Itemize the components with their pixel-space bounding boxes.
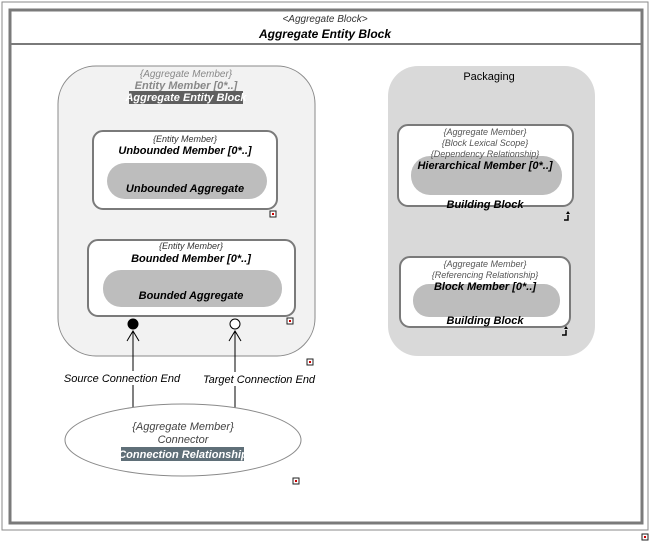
connector-stereotype: {Aggregate Member} <box>132 421 234 433</box>
connector-type: Connection Relationship <box>118 449 248 461</box>
connector-name: Connector <box>158 434 210 446</box>
source-port-filled[interactable] <box>127 318 139 330</box>
bounded-member-stereotype: {Entity Member} <box>159 241 223 251</box>
source-connection-line[interactable] <box>126 330 140 410</box>
hierarchical-member-stereotype-1: {Aggregate Member} <box>443 127 526 137</box>
block-member-stereotype-1: {Aggregate Member} <box>443 259 526 269</box>
block-member-link-icon[interactable] <box>562 326 568 336</box>
packaging-title: Packaging <box>463 71 514 83</box>
unbounded-member-stereotype: {Entity Member} <box>153 134 217 144</box>
connector-type-highlight <box>121 447 244 461</box>
block-member-type: Building Block <box>447 315 525 327</box>
target-connection-line[interactable] <box>228 330 242 410</box>
hierarchical-member-link-icon[interactable] <box>564 211 570 221</box>
unbounded-aggregate-pill[interactable] <box>107 163 267 199</box>
connector-expand-icon[interactable] <box>292 477 300 485</box>
bounded-aggregate-pill[interactable] <box>103 270 282 307</box>
block-member-name: Block Member [0*..] <box>434 281 536 293</box>
unbounded-member-name: Unbounded Member [0*..] <box>118 145 252 157</box>
block-member-pill[interactable] <box>413 284 560 317</box>
target-label-bg <box>200 372 318 386</box>
frame-resize-icon[interactable] <box>641 533 649 541</box>
source-connection-end-label: Source Connection End <box>64 373 181 385</box>
hierarchical-member-stereotype-3: {Dependency Relationship} <box>431 149 540 159</box>
target-port-hollow[interactable] <box>229 318 241 330</box>
hierarchical-member-stereotype-2: {Block Lexical Scope} <box>442 138 529 148</box>
frame-stereotype: <Aggregate Block> <box>282 14 367 25</box>
bounded-member-name: Bounded Member [0*..] <box>131 253 251 265</box>
hierarchical-member-pill[interactable] <box>411 156 562 195</box>
entity-member-type: Aggregate Entity Block <box>124 92 247 104</box>
hierarchical-member-type: Building Block <box>447 199 525 211</box>
source-label-bg <box>60 371 184 385</box>
unbounded-member-expand-icon[interactable] <box>269 210 277 218</box>
entity-member-type-highlight <box>129 91 243 104</box>
bounded-member-expand-icon[interactable] <box>286 317 294 325</box>
target-connection-end-label: Target Connection End <box>203 374 316 386</box>
unbounded-aggregate-label: Unbounded Aggregate <box>126 183 244 195</box>
entity-member-expand-icon[interactable] <box>306 358 314 366</box>
entity-member-name: Entity Member [0*..] <box>135 80 238 92</box>
hierarchical-member-name: Hierarchical Member [0*..] <box>417 160 552 172</box>
block-member-stereotype-2: {Referencing Relationship} <box>432 270 539 280</box>
frame-title: Aggregate Entity Block <box>258 27 392 41</box>
bounded-aggregate-label: Bounded Aggregate <box>139 290 244 302</box>
entity-member-stereotype: {Aggregate Member} <box>140 69 233 80</box>
